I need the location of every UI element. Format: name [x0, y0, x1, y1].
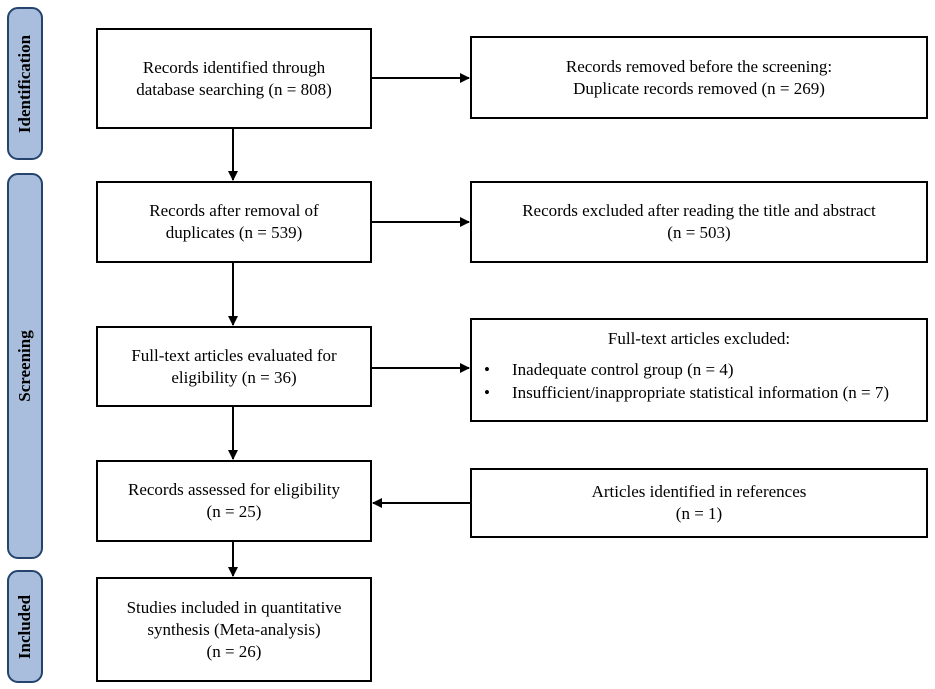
box-records-removed: Records removed before the screening: Du… — [470, 36, 928, 119]
box-line: Articles identified in references — [591, 482, 807, 501]
box-line: duplicates (n = 539) — [165, 223, 303, 242]
box-line: Records removed before the screening: — [565, 56, 833, 76]
box-line: Records identified through — [142, 57, 326, 77]
box-records-after-removal: Records after removal of duplicates (n =… — [96, 181, 372, 263]
box-line: database searching (n = 808) — [136, 79, 332, 99]
box-studies-included: Studies included in quantitative synthes… — [96, 577, 372, 682]
box-line: Records excluded after reading the title… — [522, 201, 876, 220]
box-title: Full-text articles excluded: — [607, 329, 791, 348]
box-assessed-eligibility: Records assessed for eligibility (n = 25… — [96, 460, 372, 542]
box-line: (n = 503) — [667, 223, 731, 242]
box-line: Records after removal of — [149, 201, 319, 220]
list-item: Inadequate control group (n = 4) — [472, 358, 926, 381]
box-line: synthesis (Meta-analysis) — [147, 619, 321, 639]
box-line: (n = 1) — [675, 504, 723, 523]
box-fulltext-excluded: Full-text articles excluded: Inadequate … — [470, 318, 928, 422]
box-line: (n = 26) — [206, 641, 262, 661]
list-item: Insufficient/inappropriate statistical i… — [472, 381, 926, 404]
exclusion-reasons-list: Inadequate control group (n = 4) Insuffi… — [472, 358, 926, 404]
box-identified-references: Articles identified in references (n = 1… — [470, 468, 928, 538]
box-line: Full-text articles evaluated for — [131, 345, 337, 365]
box-records-identified: Records identified through database sear… — [96, 28, 372, 129]
box-line: Studies included in quantitative — [126, 597, 342, 617]
box-fulltext-evaluated: Full-text articles evaluated for eligibi… — [96, 326, 372, 407]
box-line: (n = 25) — [206, 502, 262, 521]
box-line: Duplicate records removed (n = 269) — [573, 78, 825, 98]
phase-identification: Identification — [7, 7, 43, 160]
phase-screening: Screening — [7, 173, 43, 559]
phase-included: Included — [7, 570, 43, 683]
box-line: eligibility (n = 36) — [171, 367, 297, 387]
box-excluded-title-abstract: Records excluded after reading the title… — [470, 181, 928, 263]
box-line: Records assessed for eligibility — [128, 480, 340, 499]
